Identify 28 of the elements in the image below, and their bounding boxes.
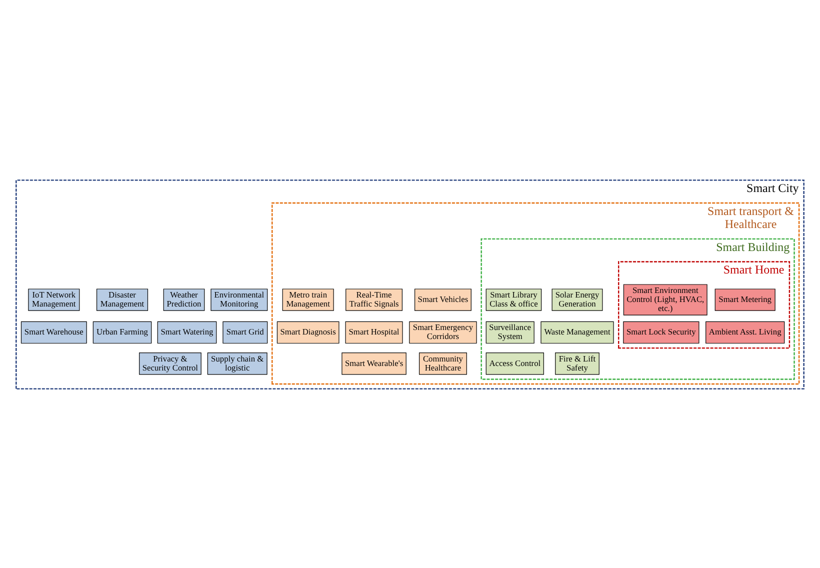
node-box: Real-Time Traffic Signals xyxy=(346,288,402,310)
node-box: Smart Emergency Corridors xyxy=(409,320,477,344)
node-box: Smart Lock Security xyxy=(623,320,700,344)
node-box: Fire & Lift Safety xyxy=(555,352,600,374)
node-box: IoT Network Management xyxy=(28,288,80,310)
node-box: Smart Vehicles xyxy=(414,288,472,310)
node-box: Smart Watering xyxy=(157,320,217,344)
node-box: Smart Hospital xyxy=(345,320,403,344)
node-box: Smart Warehouse xyxy=(20,320,87,344)
node-box: Surveillance System xyxy=(486,320,534,344)
node-box: Waste Management xyxy=(540,320,614,344)
node-box: Weather Prediction xyxy=(163,288,205,310)
node-box: Community Healthcare xyxy=(419,352,467,374)
node-box: Smart Diagnosis xyxy=(276,320,340,344)
node-box: Metro train Management xyxy=(282,288,334,310)
node-box: Smart Environment Control (Light, HVAC, etc.) xyxy=(623,284,708,315)
node-box: Smart Library Class & office xyxy=(486,288,542,310)
node-box: Ambient Asst. Living xyxy=(706,320,785,344)
node-box: Smart Grid xyxy=(222,320,268,344)
node-box: Solar Energy Generation xyxy=(552,288,603,310)
node-box: Supply chain & logistic xyxy=(207,352,268,374)
node-box: Access Control xyxy=(486,352,544,374)
node-box: Privacy & Security Control xyxy=(139,352,202,374)
node-box: Smart Wearable's xyxy=(342,352,406,374)
node-box: Urban Farming xyxy=(92,320,152,344)
node-box: Disaster Management xyxy=(96,288,148,310)
node-box: Smart Metering xyxy=(714,288,776,310)
node-box: Environmental Monitoring xyxy=(210,288,268,310)
